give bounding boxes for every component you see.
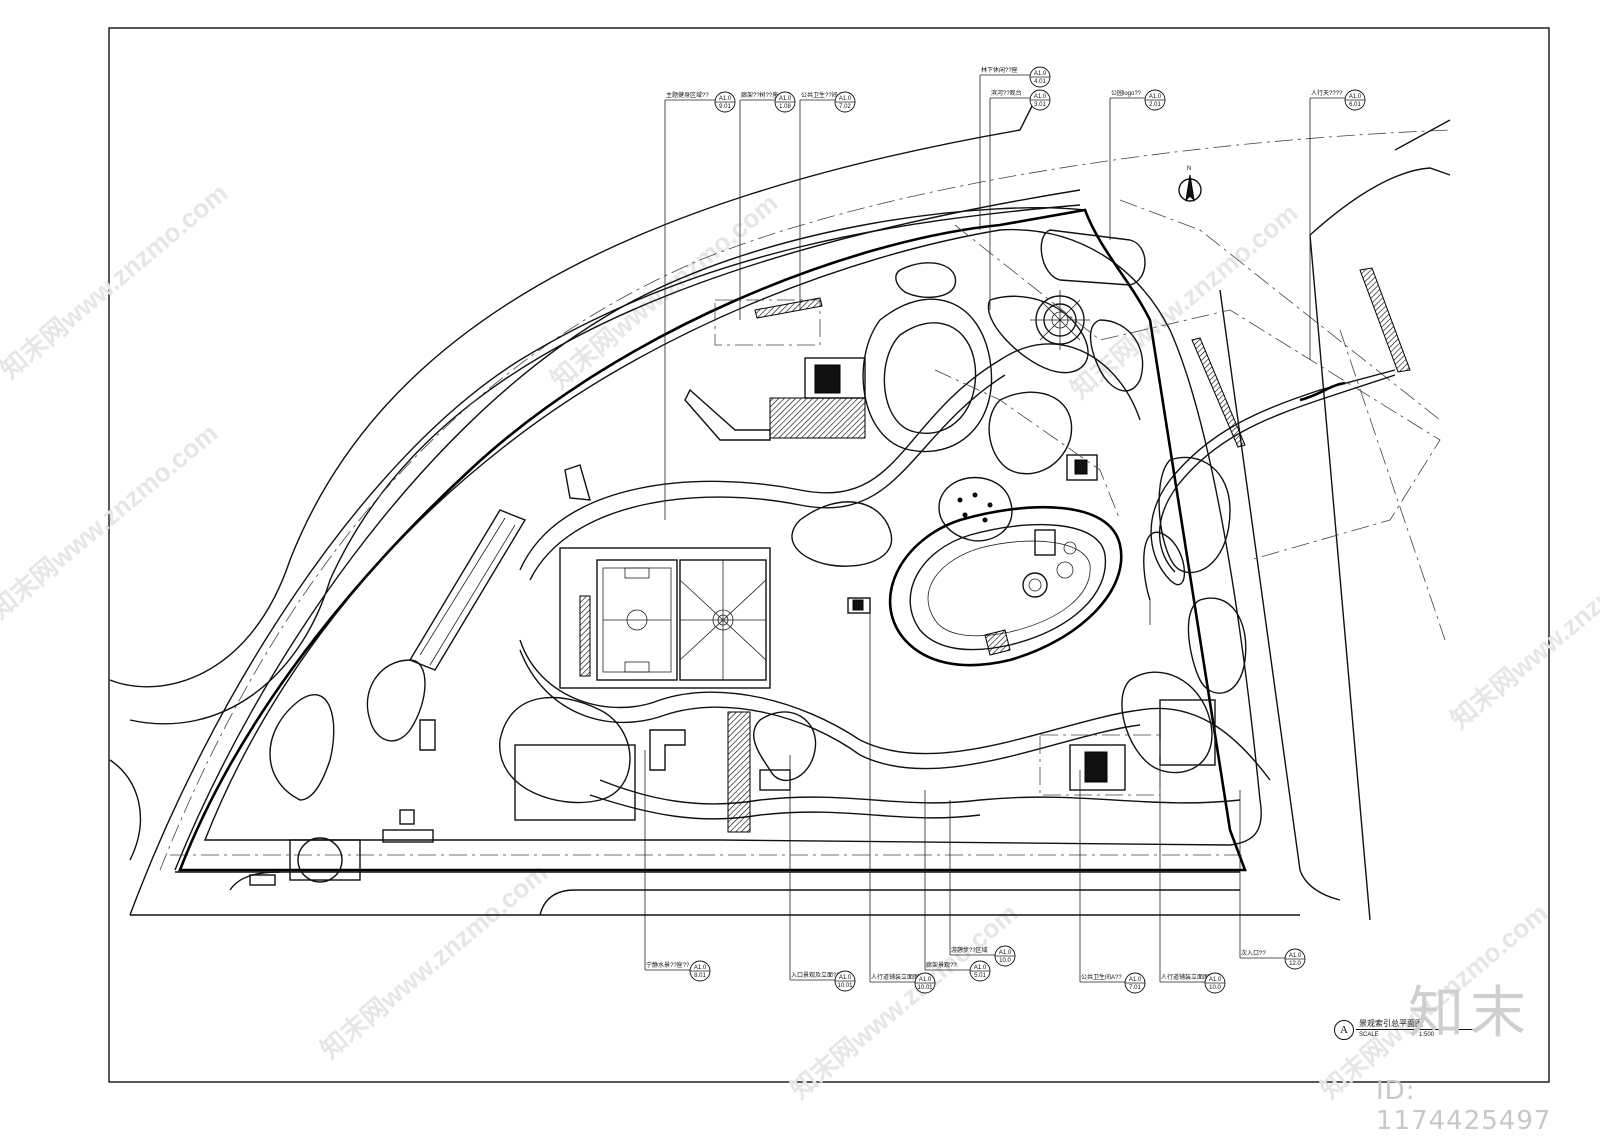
svg-text:10.0: 10.0 xyxy=(999,958,1011,964)
watermark-text: 知末网www.znzmo.com xyxy=(0,177,233,384)
svg-text:主题健身区域??: 主题健身区域?? xyxy=(666,91,709,99)
svg-text:4.01: 4.01 xyxy=(1034,79,1046,85)
svg-text:6.01: 6.01 xyxy=(1349,102,1361,108)
callouts-top: 主题健身区域?? A1.0 9.01 廊架??树??座 A1.0 1.08 公共… xyxy=(664,66,1366,520)
callout-water-feature: 宁静水景??座?? A1.0 8.01 xyxy=(646,960,711,982)
north-label: N xyxy=(1187,166,1191,172)
svg-text:宁静水景??座??: 宁静水景??座?? xyxy=(646,961,690,969)
svg-text:A1.0: A1.0 xyxy=(694,965,707,971)
title-block: A 景观索引总平面图 SCALE 1:500 xyxy=(1334,1016,1484,1064)
svg-text:A1.0: A1.0 xyxy=(1129,977,1142,983)
callout-pedestrian-bridge: 人行天???? A1.0 6.01 xyxy=(1311,89,1366,111)
callout-park-logo: 公园logo?? A1.0 2.01 xyxy=(1111,89,1166,111)
svg-text:7.02: 7.02 xyxy=(839,104,851,110)
svg-text:5.01: 5.01 xyxy=(974,973,986,979)
watermark-text: 知末网www.znzmo.com xyxy=(315,857,554,1064)
image-id-watermark: ID: 1174425497 xyxy=(1376,1076,1552,1136)
path-network xyxy=(269,229,1271,820)
svg-text:8.01: 8.01 xyxy=(694,973,706,979)
scale-label: SCALE xyxy=(1359,1032,1379,1038)
svg-text:A1.0: A1.0 xyxy=(1034,94,1047,100)
sheet-border xyxy=(108,27,1550,1083)
drawing-title: 景观索引总平面图 xyxy=(1359,1019,1423,1028)
watermark-text: 知末网www.znzmo.com xyxy=(785,897,1024,1104)
svg-text:A1.0: A1.0 xyxy=(919,977,932,983)
svg-text:滨河??观台: 滨河??观台 xyxy=(991,89,1022,97)
pedestrian-bridge xyxy=(1143,267,1411,625)
svg-text:10.01: 10.01 xyxy=(837,983,853,989)
svg-text:2.01: 2.01 xyxy=(1149,102,1161,108)
svg-text:A1.0: A1.0 xyxy=(1289,953,1302,959)
title-divider xyxy=(1356,1029,1476,1030)
callout-pergola-landscape: 廊架景观?? A1.0 5.01 xyxy=(926,960,991,982)
callout-sidewalk-paving-2: 人行道铺装立面图?? A1.0 10.0 xyxy=(1161,972,1226,994)
garden-feature xyxy=(938,290,1090,542)
svg-text:人行道铺装立面图??: 人行道铺装立面图?? xyxy=(871,973,926,981)
svg-text:A1.0: A1.0 xyxy=(1034,71,1047,77)
svg-text:公园logo??: 公园logo?? xyxy=(1111,90,1142,97)
svg-text:游憩步??区域: 游憩步??区域 xyxy=(951,946,988,954)
callout-pergola: 廊架??树??座 A1.0 1.08 xyxy=(741,91,796,113)
svg-text:9.01: 9.01 xyxy=(719,104,731,110)
svg-text:A1.0: A1.0 xyxy=(1149,94,1162,100)
triangle-planter xyxy=(564,464,591,501)
svg-text:A1.0: A1.0 xyxy=(999,950,1012,956)
callout-forest-seating: 林下休闲??座 A1.0 4.01 xyxy=(981,66,1051,88)
svg-text:人行道铺装立面图??: 人行道铺装立面图?? xyxy=(1161,973,1216,981)
svg-text:公共卫生??间: 公共卫生??间 xyxy=(801,91,838,99)
watermark-text: 知末网www.znzmo.com xyxy=(545,187,784,394)
svg-text:公共卫生间A??: 公共卫生间A?? xyxy=(1081,973,1122,981)
svg-text:10.0: 10.0 xyxy=(1209,985,1221,991)
watermark-text: 知末网www.znzmo.com xyxy=(1445,527,1600,734)
svg-text:A1.0: A1.0 xyxy=(1209,977,1222,983)
svg-text:3.01: 3.01 xyxy=(1034,102,1046,108)
north-arrow: N xyxy=(1178,166,1202,202)
callout-viewing-deck: 滨河??观台 A1.0 3.01 xyxy=(991,89,1051,111)
svg-text:A1.0: A1.0 xyxy=(779,96,792,102)
svg-text:10.01: 10.01 xyxy=(917,985,933,991)
callout-sidewalk-paving: 人行道铺装立面图?? A1.0 10.01 xyxy=(871,972,936,994)
road-network xyxy=(109,89,1451,921)
watermark-text: 知末网www.znzmo.com xyxy=(1065,197,1304,404)
sports-courts xyxy=(559,547,771,689)
buildings xyxy=(249,297,1216,886)
svg-text:7.01: 7.01 xyxy=(1129,985,1141,991)
watermark-text: 知末网www.znzmo.com xyxy=(0,417,223,624)
callouts-bottom: 宁静水景??座?? A1.0 8.01 入口景观及立面?? A1.0 10.01… xyxy=(644,610,1306,994)
central-plaza xyxy=(888,505,1123,667)
callout-restroom-a: 公共卫生间A?? A1.0 7.01 xyxy=(1081,972,1146,994)
svg-text:入口景观及立面??: 入口景观及立面?? xyxy=(791,971,840,979)
svg-text:A1.0: A1.0 xyxy=(1349,94,1362,100)
title-symbol: A xyxy=(1334,1020,1354,1040)
svg-text:人行天????: 人行天???? xyxy=(1311,89,1343,97)
callout-fitness: 主题健身区域?? A1.0 9.01 xyxy=(666,91,736,113)
callout-recreation-area: 游憩步??区域 A1.0 10.0 xyxy=(951,945,1016,967)
scale-value: 1:500 xyxy=(1419,1032,1435,1038)
callout-entrance-elevation: 入口景观及立面?? A1.0 10.01 xyxy=(791,970,856,992)
svg-text:A1.0: A1.0 xyxy=(839,96,852,102)
callout-restroom-b: 公共卫生??间 A1.0 7.02 xyxy=(801,91,856,113)
svg-text:林下休闲??座: 林下休闲??座 xyxy=(981,66,1018,74)
svg-text:12.0: 12.0 xyxy=(1289,961,1301,967)
svg-text:A1.0: A1.0 xyxy=(974,965,987,971)
svg-text:廊架景观??: 廊架景观?? xyxy=(926,961,957,969)
callout-secondary-entrance: 次入口?? A1.0 12.0 xyxy=(1241,948,1306,970)
svg-text:A1.0: A1.0 xyxy=(839,975,852,981)
park-boundary xyxy=(178,208,1262,872)
svg-text:1.08: 1.08 xyxy=(779,104,791,110)
svg-text:A1.0: A1.0 xyxy=(719,96,732,102)
brand-logo-watermark: 知末 xyxy=(1408,981,1532,1046)
watermark-layer: 知末网www.znzmo.com 知末网www.znzmo.com 知末网www… xyxy=(0,177,1600,1104)
svg-text:次入口??: 次入口?? xyxy=(1241,949,1266,957)
parking-strip xyxy=(408,509,527,671)
svg-text:廊架??树??座: 廊架??树??座 xyxy=(741,91,778,99)
